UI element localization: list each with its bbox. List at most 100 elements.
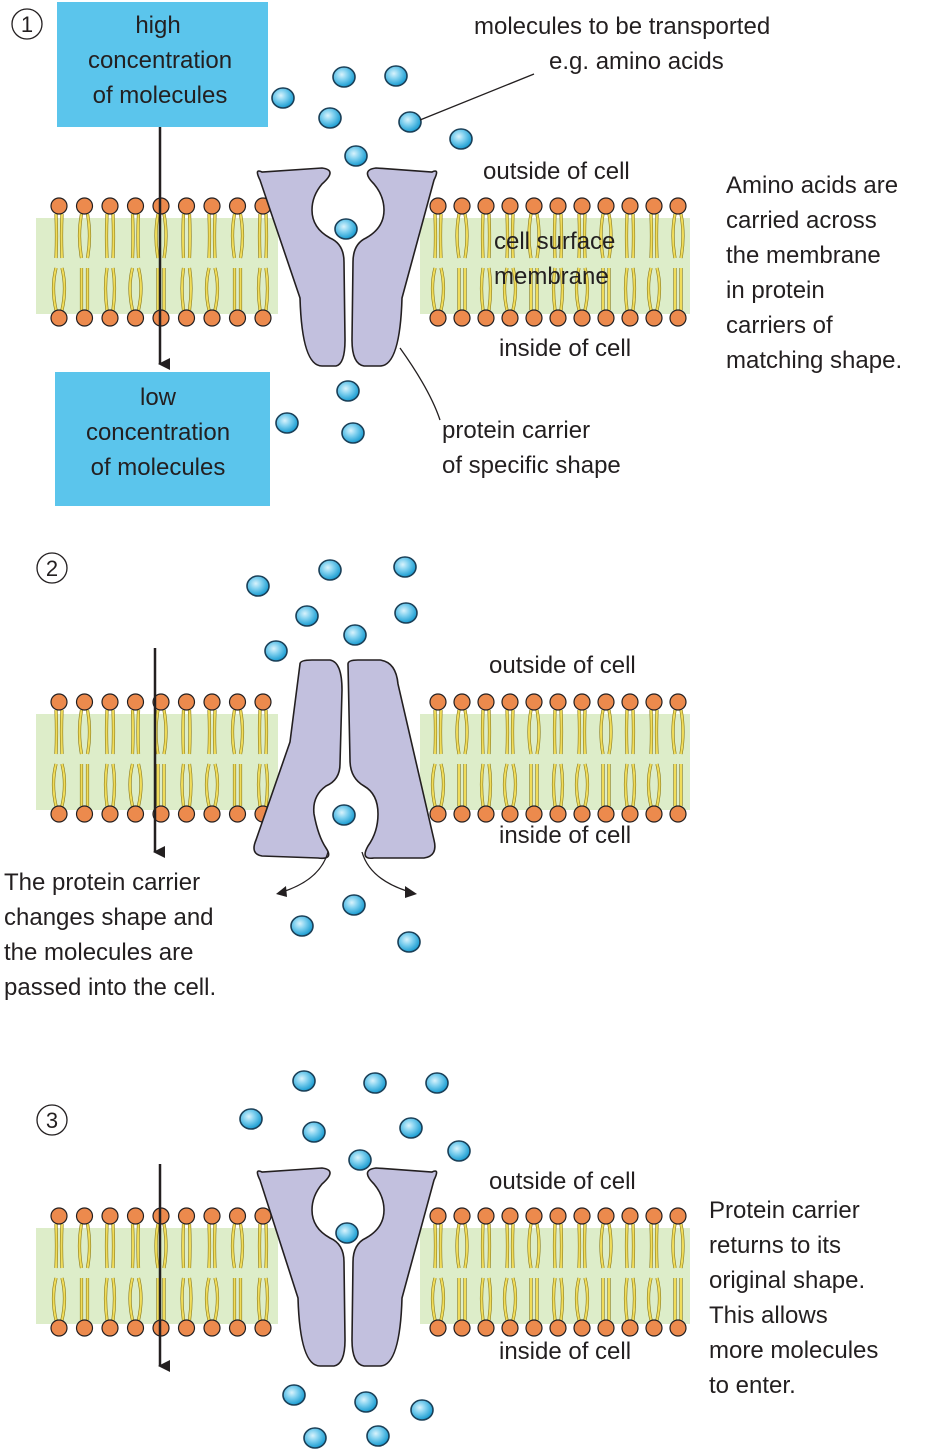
fatty-acid-tail bbox=[464, 1223, 468, 1269]
phospholipid-head bbox=[477, 309, 495, 327]
fatty-acid-tail bbox=[257, 267, 261, 311]
phospholipid-head bbox=[254, 1207, 272, 1225]
outside-of-cell-label: outside of cell bbox=[483, 158, 630, 185]
fatty-acid-tail bbox=[239, 1223, 244, 1269]
phospholipid-head bbox=[203, 309, 221, 327]
phospholipid-head bbox=[203, 1207, 221, 1225]
phospholipid-head bbox=[101, 693, 119, 711]
fatty-acid-tail bbox=[78, 1223, 83, 1269]
molecule bbox=[292, 1070, 316, 1092]
fatty-acid-tail bbox=[632, 709, 635, 755]
phospholipid-head bbox=[152, 805, 170, 823]
fatty-acid-tail bbox=[205, 267, 210, 311]
panel-number-circle bbox=[36, 1104, 68, 1136]
fatty-acid-tail bbox=[104, 763, 108, 807]
fatty-acid-tail bbox=[560, 1277, 564, 1321]
protein-carrier-left-half bbox=[256, 167, 346, 367]
molecule bbox=[449, 128, 473, 150]
phospholipid-head bbox=[50, 1319, 68, 1337]
phospholipid-head bbox=[669, 693, 687, 711]
fatty-acid-tail bbox=[61, 267, 66, 311]
molecule bbox=[363, 1072, 387, 1094]
phospholipid-head bbox=[621, 693, 639, 711]
fatty-acid-tail bbox=[480, 267, 484, 311]
phospholipid-head bbox=[177, 693, 196, 711]
panel-number: 2 bbox=[46, 556, 58, 581]
phospholipid-head bbox=[429, 197, 447, 215]
outside-of-cell-label: outside of cell bbox=[489, 652, 636, 679]
fatty-acid-tail bbox=[600, 709, 604, 755]
fatty-acid-tail bbox=[511, 1223, 514, 1269]
phospholipid-head bbox=[101, 1319, 119, 1337]
fatty-acid-tail bbox=[112, 1223, 115, 1269]
fatty-acid-tail bbox=[105, 709, 108, 755]
panel-3: 3 outside of cell inside of cell Protein… bbox=[36, 1070, 878, 1449]
phospholipid-head bbox=[101, 197, 119, 215]
phospholipid-head bbox=[75, 309, 94, 327]
phospholipid-head bbox=[525, 1319, 543, 1337]
phospholipid-head bbox=[573, 693, 591, 711]
fatty-acid-tail bbox=[553, 213, 556, 259]
fatty-acid-tail bbox=[647, 763, 652, 807]
phospholipid-head bbox=[501, 805, 519, 823]
fatty-acid-tail bbox=[632, 267, 636, 311]
high-concentration-text: of molecules bbox=[93, 82, 228, 109]
phospholipid-head bbox=[228, 1319, 247, 1337]
fatty-acid-tail bbox=[61, 1277, 66, 1321]
phospholipid-head bbox=[453, 1207, 471, 1225]
fatty-acid-tail bbox=[439, 213, 442, 259]
phospholipid-head bbox=[549, 1207, 567, 1225]
fatty-acid-tail bbox=[112, 1277, 116, 1321]
fatty-acid-tail bbox=[257, 763, 261, 807]
molecules-pointer-line bbox=[419, 73, 535, 121]
fatty-acid-tail bbox=[55, 1223, 58, 1269]
molecule bbox=[384, 65, 408, 87]
fatty-acid-tail bbox=[584, 763, 589, 807]
molecules-group bbox=[271, 65, 473, 444]
molecules-label: molecules to be transported bbox=[474, 13, 770, 40]
phospholipid-head bbox=[501, 1319, 519, 1337]
low-concentration-text: concentration bbox=[86, 419, 230, 446]
membrane-label: membrane bbox=[494, 263, 609, 290]
panel-1-description: the membrane bbox=[726, 242, 881, 269]
fatty-acid-tail bbox=[213, 213, 216, 259]
fatty-acid-tail bbox=[431, 1277, 436, 1321]
phospholipid-head bbox=[203, 1319, 221, 1337]
fatty-acid-tail bbox=[434, 709, 437, 755]
fatty-acid-tail bbox=[188, 763, 192, 807]
phospholipid-head bbox=[203, 197, 221, 215]
fatty-acid-tail bbox=[137, 267, 142, 311]
panel-1-description: carriers of bbox=[726, 312, 833, 339]
fatty-acid-tail bbox=[503, 267, 508, 311]
phospholipid-head bbox=[645, 309, 663, 327]
fatty-acid-tail bbox=[213, 709, 216, 755]
fatty-acid-tail bbox=[488, 267, 492, 311]
panel-number: 3 bbox=[46, 1108, 58, 1133]
phospholipid-head bbox=[177, 1319, 196, 1337]
molecule bbox=[334, 218, 358, 240]
phospholipid-head bbox=[177, 197, 196, 215]
fatty-acid-tail bbox=[480, 763, 484, 807]
phospholipid-head bbox=[501, 693, 519, 711]
phospholipid-head bbox=[645, 1207, 663, 1225]
molecule bbox=[342, 894, 366, 916]
fatty-acid-tail bbox=[575, 1277, 580, 1321]
fatty-acid-tail bbox=[632, 213, 635, 259]
inside-of-cell-label: inside of cell bbox=[499, 335, 631, 362]
phospholipid-head bbox=[429, 805, 447, 823]
phospholipid-head bbox=[453, 1319, 471, 1337]
high-concentration-text: high bbox=[135, 12, 180, 39]
fatty-acid-tail bbox=[506, 213, 509, 259]
fatty-acid-tail bbox=[60, 1223, 63, 1269]
fatty-acid-tail bbox=[163, 1223, 167, 1269]
panel-2-description: changes shape and bbox=[4, 904, 214, 931]
fatty-acid-tail bbox=[575, 267, 580, 311]
fatty-acid-tail bbox=[528, 709, 532, 755]
phospholipid-head bbox=[126, 693, 145, 711]
molecule bbox=[332, 66, 356, 88]
phospholipid-head bbox=[429, 1207, 447, 1225]
molecule bbox=[344, 145, 368, 167]
panel-1-description: Amino acids are bbox=[726, 172, 898, 199]
fatty-acid-tail bbox=[655, 709, 658, 755]
phospholipid-head bbox=[525, 1207, 543, 1225]
